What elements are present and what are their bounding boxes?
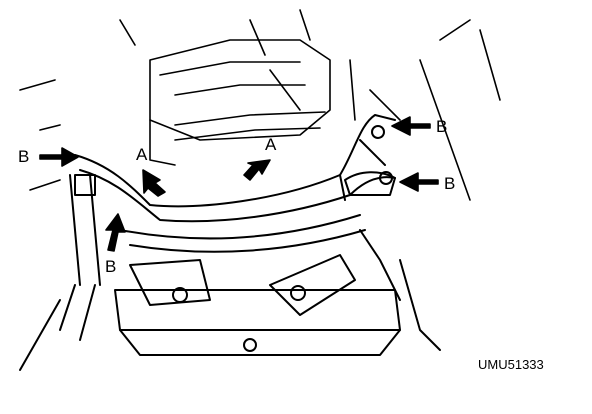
arrow-b-top-right bbox=[391, 116, 431, 136]
arrow-a-left bbox=[142, 169, 166, 197]
shaft bbox=[19, 174, 101, 371]
callout-a-left: A bbox=[136, 145, 148, 164]
callout-b-mid-right: B bbox=[444, 174, 456, 193]
arrow-b-bottom-left bbox=[105, 213, 126, 252]
crossmember bbox=[74, 114, 396, 253]
arrow-a-right bbox=[243, 159, 271, 181]
engine-block bbox=[19, 9, 501, 201]
callout-b-left: B bbox=[18, 147, 30, 166]
arrow-b-left bbox=[39, 147, 79, 167]
arrow-b-mid-right bbox=[399, 172, 439, 192]
mount-bracket bbox=[114, 229, 441, 356]
callout-arrows bbox=[39, 116, 439, 252]
callout-a-right: A bbox=[265, 135, 277, 154]
callout-b-top-right: B bbox=[436, 117, 448, 136]
figure-code: UMU51333 bbox=[478, 357, 544, 372]
callout-b-bottom-left: B bbox=[105, 257, 117, 276]
